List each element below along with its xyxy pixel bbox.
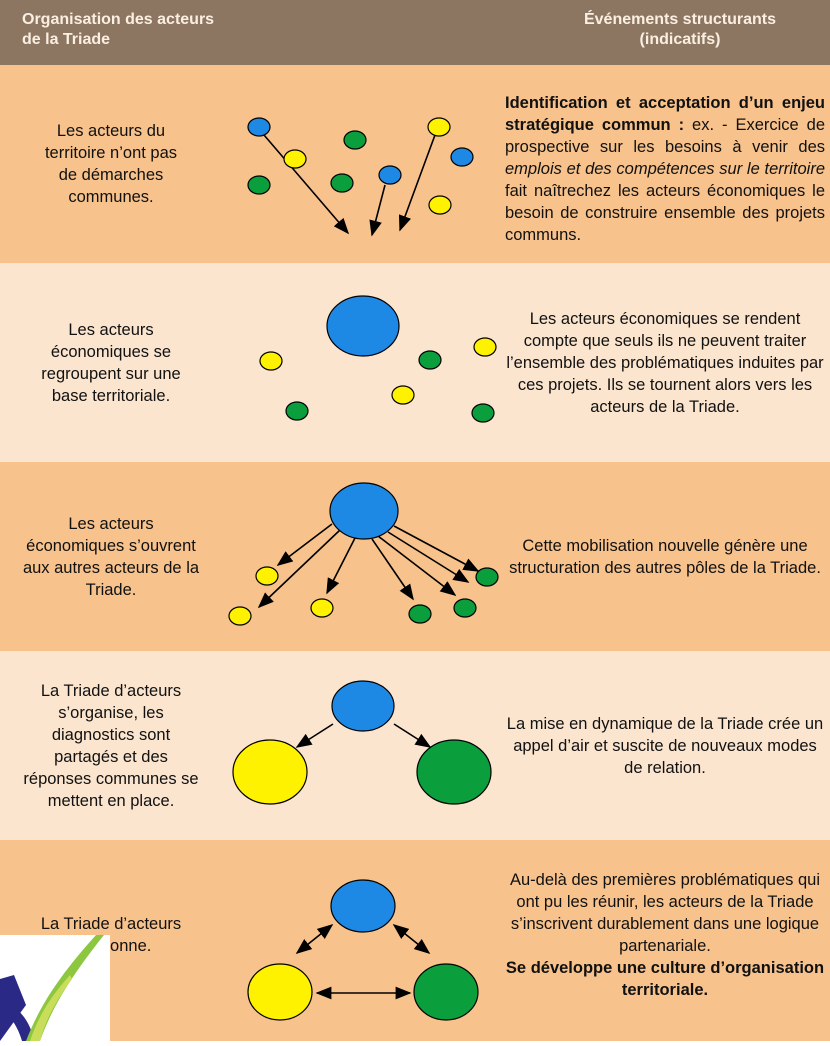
row-5-link (392, 924, 431, 954)
row-3-arrow (326, 537, 356, 595)
row-3-arrow (393, 525, 480, 572)
blue-dot (450, 147, 474, 167)
green-actor-circle (413, 963, 479, 1021)
row-2-right-text: Les acteurs économiques se rendent compt… (505, 263, 825, 462)
row-1-right-text: Identification et acceptation d’un enjeu… (505, 79, 825, 259)
row-5-link (295, 924, 334, 954)
row-3-left-label: Les acteurs économiques s’ouvrent aux au… (22, 514, 200, 599)
row-3-arrow (377, 535, 457, 596)
row-3-right-label: Cette mobilisation nouvelle génère une s… (509, 536, 821, 577)
row-2-diagram (259, 295, 497, 423)
green-actor-circle (416, 739, 492, 805)
header-right-line1: Événements structurants (583, 11, 777, 28)
green-dot (285, 401, 309, 421)
yellow-dot (228, 606, 252, 626)
yellow-dot (428, 195, 452, 215)
row-4-left-text: La Triade d’acteurs s’organise, les diag… (0, 651, 222, 840)
row-1-right-italic: emplois et des compétences sur le territ… (505, 160, 825, 178)
green-dot (408, 604, 432, 624)
yellow-actor-circle (232, 739, 308, 805)
yellow-dot (283, 149, 307, 169)
row-3-arrow (257, 529, 341, 609)
row-2-left-text: Les acteurs économiques se regroupent su… (0, 263, 222, 462)
row-5-right-label: Au-delà des premières problématiques qui… (509, 871, 820, 955)
header-right-label: Événements structurants (indicatifs) (540, 10, 820, 50)
green-dot (418, 350, 442, 370)
blue-actor-circle (331, 680, 395, 732)
logo-check-icon (0, 935, 104, 1041)
row-1-arrow (369, 184, 386, 237)
row-3: Les acteurs économiques s’ouvrent aux au… (0, 462, 830, 651)
row-4: La Triade d’acteurs s’organise, les diag… (0, 651, 830, 840)
row-1-arrow (398, 134, 436, 232)
row-2-left-label: Les acteurs économiques se regroupent su… (41, 320, 181, 405)
row-2-right-label: Les acteurs économiques se rendent compt… (506, 309, 824, 416)
row-1-left-label: Les acteurs du territoire n’ont pas de d… (44, 122, 178, 206)
blue-actor-circle (330, 879, 396, 933)
yellow-dot (473, 337, 497, 357)
yellow-dot (255, 566, 279, 586)
row-4-arrow (393, 723, 432, 748)
row-1-right-paragraph: Identification et acceptation d’un enjeu… (505, 92, 825, 246)
row-4-arrow (295, 723, 334, 748)
row-3-arrow (371, 538, 414, 601)
header-left-label: Organisation des acteurs de la Triade (22, 11, 215, 48)
row-5-right-paragraph: Au-delà des premières problématiques qui… (505, 869, 825, 1001)
logo (0, 935, 110, 1041)
row-1-left-text: Les acteurs du territoire n’ont pas de d… (0, 65, 222, 263)
row-1-right-b: fait naîtrechez les acteurs économiques … (505, 182, 825, 244)
row-4-right-text: La mise en dynamique de la Triade crée u… (505, 651, 825, 840)
yellow-dot (310, 598, 334, 618)
green-dot (247, 175, 271, 195)
row-1-diagram (247, 117, 474, 237)
row-4-diagram (232, 680, 492, 805)
green-dot (453, 598, 477, 618)
table-header: Organisation des acteurs de la Triade Év… (0, 0, 830, 65)
blue-dot (378, 165, 402, 185)
green-dot (475, 567, 499, 587)
yellow-dot (427, 117, 451, 137)
row-1: Les acteurs du territoire n’ont pas de d… (0, 65, 830, 263)
blue-dot (247, 117, 271, 137)
header-right-line2: (indicatifs) (639, 31, 721, 48)
row-5-diagram (247, 879, 479, 1021)
row-1-right-a: ex. - Exercice de prospective sur les be… (505, 116, 826, 156)
row-5-right-bold: Se développe une culture d’organisation … (505, 959, 825, 999)
row-4-right-label: La mise en dynamique de la Triade crée u… (506, 714, 824, 777)
row-1-right-bold: Identification et acceptation d’un enjeu… (505, 94, 825, 134)
row-4-left-label: La Triade d’acteurs s’organise, les diag… (23, 681, 199, 810)
yellow-dot (391, 385, 415, 405)
blue-actor-circle (326, 295, 400, 357)
green-dot (471, 403, 495, 423)
row-2: Les acteurs économiques se regroupent su… (0, 263, 830, 462)
row-3-left-text: Les acteurs économiques s’ouvrent aux au… (0, 462, 222, 651)
row-3-arrow (387, 531, 470, 583)
row-3-arrow (276, 523, 333, 566)
row-5: La Triade d’acteurs fonctionne. Au-delà … (0, 840, 830, 1041)
yellow-dot (259, 351, 283, 371)
row-5-right-text: Au-delà des premières problématiques qui… (505, 840, 825, 1030)
green-dot (330, 173, 354, 193)
blue-actor-circle (329, 482, 399, 540)
yellow-actor-circle (247, 963, 313, 1021)
row-3-diagram (228, 482, 499, 626)
row-3-right-text: Cette mobilisation nouvelle génère une s… (505, 462, 825, 651)
green-dot (343, 130, 367, 150)
row-1-arrow (263, 134, 350, 235)
